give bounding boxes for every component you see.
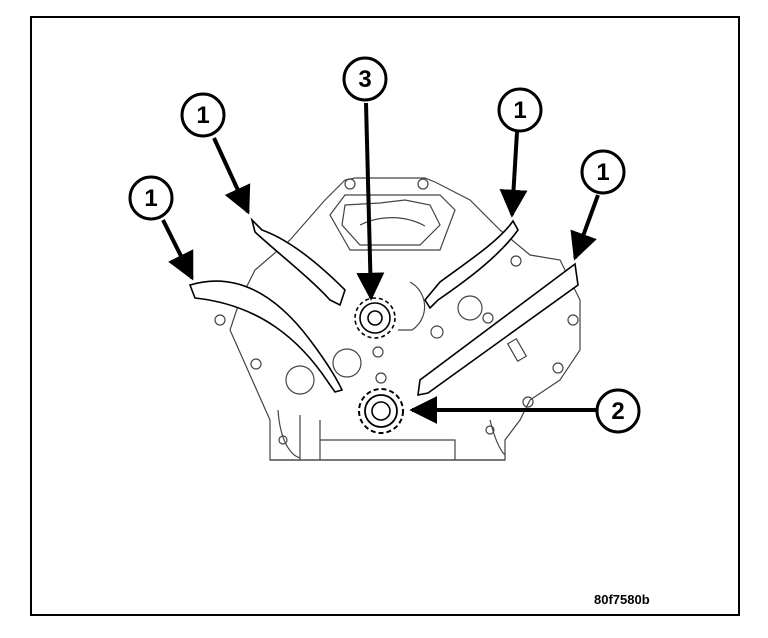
svg-text:1: 1: [144, 185, 157, 212]
crank-sprocket: [358, 388, 404, 434]
callout-left-inner: 1: [180, 92, 226, 138]
chain-guides: [188, 217, 579, 397]
svg-text:3: 3: [358, 66, 371, 93]
callout-right-outer: 1: [580, 149, 626, 195]
svg-text:2: 2: [611, 398, 624, 425]
engine-block: [214, 177, 581, 461]
svg-text:1: 1: [513, 97, 526, 124]
idler-sprocket: [354, 297, 396, 339]
svg-text:1: 1: [596, 159, 609, 186]
callout-right-inner: 1: [497, 87, 543, 133]
leader-arrows: [161, 102, 600, 424]
chain-guide-right-inner: [424, 219, 519, 310]
svg-text:1: 1: [196, 102, 209, 129]
callout-left-outer: 1: [128, 175, 174, 221]
chain-guide-left-outer: [188, 280, 344, 393]
chain-guide-right-outer: [417, 262, 579, 397]
callout-idler-gear: 3: [342, 56, 388, 102]
callout-crank-sprocket: 2: [595, 388, 641, 434]
chain-guide-left-inner: [250, 217, 346, 307]
figure-code: 80f7580b: [594, 592, 650, 607]
